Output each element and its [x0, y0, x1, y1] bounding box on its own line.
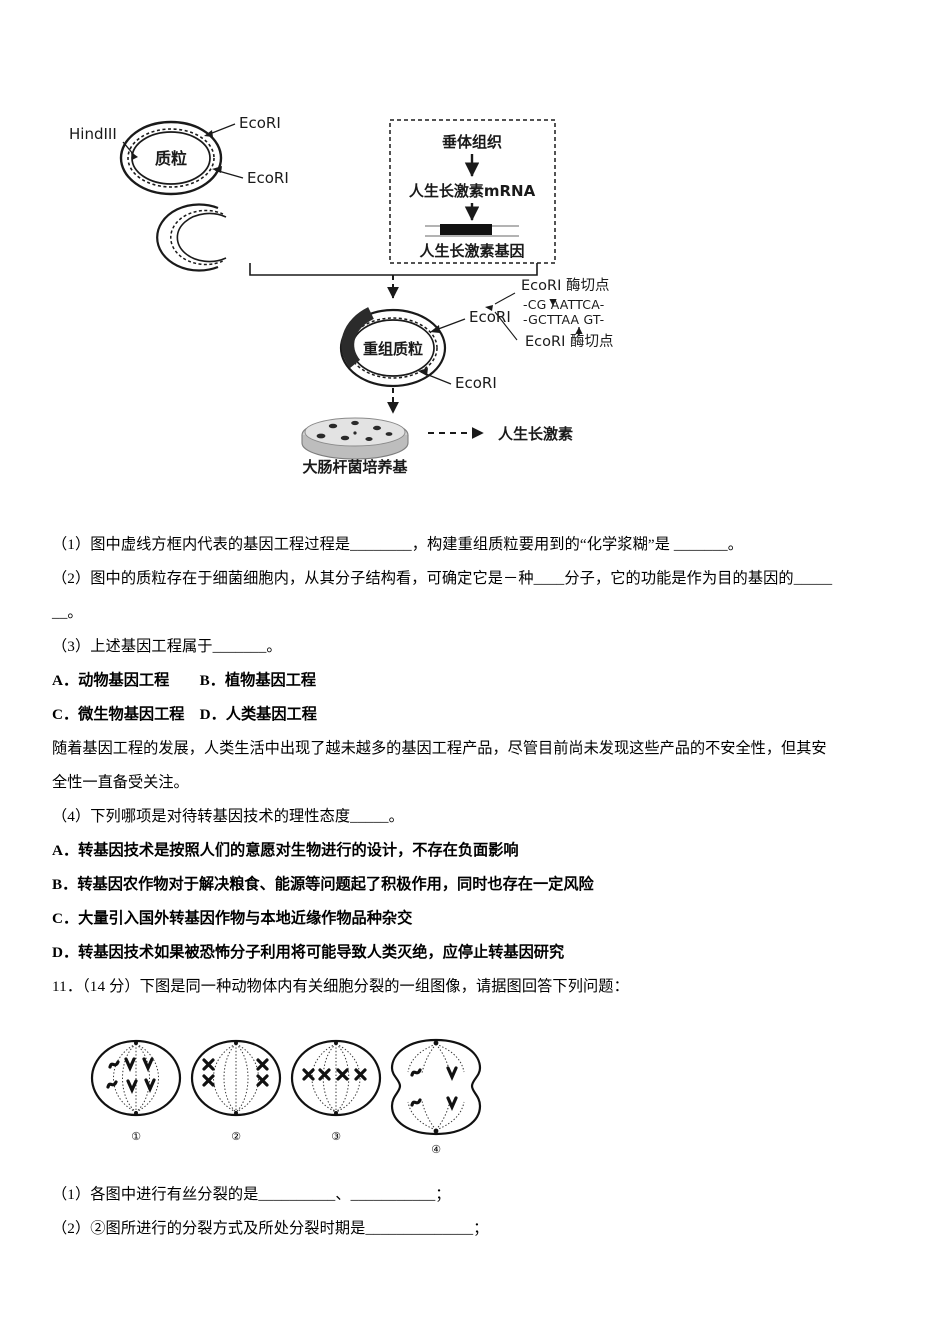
callout-arrow — [485, 305, 493, 311]
cell-label-4: ④ — [431, 1143, 441, 1156]
q11-sub2: （2）②图所进行的分裂方式及所处分裂时期是______________； — [52, 1220, 489, 1237]
cell-diagram-4: ④ — [390, 1038, 482, 1156]
hgh-product-label: 人生长激素 — [498, 425, 573, 443]
opened-plasmid-graphic — [156, 203, 227, 272]
cell-label-3: ③ — [331, 1130, 341, 1143]
gene-engineering-figure: 质粒 HindIII EcoRI EcoRI 垂体组织 人生长激素mRNA — [55, 108, 675, 498]
question-10-body: （1）图中虚线方框内代表的基因工程过程是________，构建重组质粒要用到的“… — [52, 528, 904, 1004]
q10-sub4: （4）下列哪项是对待转基因技术的理性态度_____。 — [52, 808, 404, 825]
cell-label-1: ① — [131, 1130, 141, 1143]
cell-diagram-1: ① — [90, 1039, 182, 1143]
plasmid-label: 质粒 — [155, 149, 187, 168]
q10-sub2-continuation: __。 — [52, 604, 83, 621]
ecoli-medium-label: 大肠杆菌培养基 — [302, 458, 408, 476]
plasmid-graphic — [119, 120, 223, 196]
hgh-gene-label: 人生长激素基因 — [419, 242, 524, 260]
q10-sub4-option-a: A．转基因技术是按照人们的意愿对生物进行的设计，不存在负面影响 — [52, 842, 519, 859]
ecori-label-recomb-bottom: EcoRI — [455, 374, 497, 392]
q11-stem: 11．（14 分）下图是同一种动物体内有关细胞分裂的一组图像，请据图回答下列问题… — [52, 978, 629, 995]
q10-sub3-options-line1: A．动物基因工程 B．植物基因工程 — [52, 672, 317, 689]
q10-sub4-option-d: D．转基因技术如果被恐怖分子利用将可能导致人类灭绝，应停止转基因研究 — [52, 944, 565, 961]
q10-paragraph-line2: 全性一直备受关注。 — [52, 774, 189, 791]
ecori-sequence-bottom: -GCTTAA GT- — [523, 312, 604, 327]
q10-sub3: （3）上述基因工程属于_______。 — [52, 638, 282, 655]
q10-sub4-option-c: C．大量引入国外转基因作物与本地近缘作物品种杂交 — [52, 910, 413, 927]
petri-dish-graphic — [301, 417, 409, 460]
q10-paragraph-line1: 随着基因工程的发展，人类生活中出现了越未越多的基因工程产品，尽管目前尚未发现这些… — [52, 740, 827, 757]
hgh-gene-bar — [425, 224, 519, 237]
q11-sub1: （1）各图中进行有丝分裂的是__________、___________； — [52, 1186, 451, 1203]
ligation-bracket — [249, 263, 538, 299]
ecori-second-arrow — [212, 166, 222, 173]
ecori-label-recomb-top: EcoRI — [469, 308, 511, 326]
ecori-recomb-top-arrow — [430, 325, 440, 333]
ecori-top-arrow — [204, 130, 213, 137]
pituitary-tissue-label: 垂体组织 — [442, 133, 502, 151]
hgh-gene-source-box: 垂体组织 人生长激素mRNA 人生长激素基因 — [389, 119, 556, 264]
ecori-site-callout: EcoRI 酶切点 -CG AATTCA- -GCTTAA GT- EcoRI … — [485, 277, 613, 350]
q10-sub1: （1）图中虚线方框内代表的基因工程过程是________，构建重组质粒要用到的“… — [52, 536, 744, 553]
q10-sub2: （2）图中的质粒存在于细菌细胞内，从其分子结构看，可确定它是－种____分子，它… — [52, 570, 833, 587]
q10-sub4-option-b: B．转基因农作物对于解决粮食、能源等问题起了积极作用，同时也存在一定风险 — [52, 876, 594, 893]
recombinant-plasmid-label: 重组质粒 — [363, 340, 423, 358]
hgh-mrna-label: 人生长激素mRNA — [409, 182, 536, 200]
ecori-sequence-top: -CG AATTCA- — [523, 297, 604, 312]
ecori-recomb-bottom-arrow — [418, 368, 428, 376]
hindiii-arrow — [131, 152, 138, 160]
cell-division-figure: ① ② — [88, 1028, 498, 1156]
ecori-site-label-bottom: EcoRI 酶切点 — [525, 333, 613, 350]
q10-sub3-options-line2: C．微生物基因工程 D．人类基因工程 — [52, 706, 317, 723]
callout-leader-bottom — [494, 311, 518, 341]
callout-leader-top — [494, 292, 516, 305]
cell-diagram-3: ③ — [290, 1039, 382, 1143]
recombinant-plasmid-graphic — [339, 307, 447, 388]
cell-label-2: ② — [231, 1130, 241, 1143]
ecori-site-label-top: EcoRI 酶切点 — [521, 277, 609, 294]
hindiii-leader — [122, 141, 135, 156]
cell-diagram-2: ② — [190, 1039, 282, 1143]
ecori-label-top: EcoRI — [239, 114, 281, 132]
hindiii-label: HindIII — [69, 125, 117, 143]
question-11-body: （1）各图中进行有丝分裂的是__________、___________； （2… — [52, 1178, 904, 1246]
ecori-label-second: EcoRI — [247, 169, 289, 187]
